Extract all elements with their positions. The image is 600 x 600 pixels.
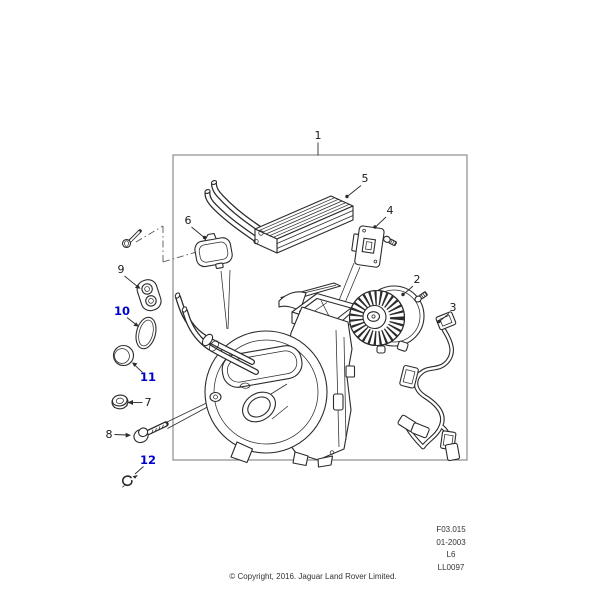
callout-3-leader [440,313,450,321]
blower-motor-part [348,285,428,354]
figure-info: F03.015 01-2003 L6 LL0097 [405,524,497,574]
assembly-centerlines [135,225,204,263]
callout-8-leader [114,434,127,436]
screw-icon [414,291,428,303]
cover-drop-lines [220,269,231,330]
screw-icon [383,235,397,247]
seal-oval-part [135,316,157,350]
callout-8: 8 [106,428,113,441]
callout-11: 11 [140,370,156,384]
callout-6-leader [191,226,204,237]
figure-sheet: LL0097 [437,562,465,572]
callout-5: 5 [362,172,369,185]
callout-11-leader [134,364,143,373]
nut-part [111,394,129,410]
callout-9-leader [124,275,138,287]
figure-date: 01-2003 [436,537,466,547]
figure-variant: L6 [446,550,456,559]
callout-12: 12 [140,453,156,467]
figure-code: F03.015 [436,525,466,534]
callout-7: 7 [145,396,152,409]
callout-3: 3 [450,301,457,314]
heater-core-part [204,180,354,254]
callout-4-leader [376,216,387,227]
callouts: 1 2 3 4 5 6 7 8 9 10 11 12 [106,129,457,479]
copyright-notice: © Copyright, 2016. Jaguar Land Rover Lim… [229,572,397,581]
callout-4: 4 [387,204,394,217]
cover-part [194,232,233,269]
clip-part [121,475,133,488]
heater-assembly [174,282,360,468]
callout-12-leader [134,466,144,475]
wiring-harness-part [397,311,461,462]
callout-2: 2 [414,273,421,286]
callout-9: 9 [118,263,125,276]
callout-10-leader [126,317,137,325]
screw-icon [121,229,142,249]
callout-1: 1 [315,129,322,142]
callout-6: 6 [185,214,192,227]
grommet-part [136,279,162,312]
cap-part [112,344,135,367]
callout-5-leader [348,185,362,196]
callout-10: 10 [114,304,130,318]
callout-2-leader [404,285,414,294]
bolt-part [133,397,220,444]
